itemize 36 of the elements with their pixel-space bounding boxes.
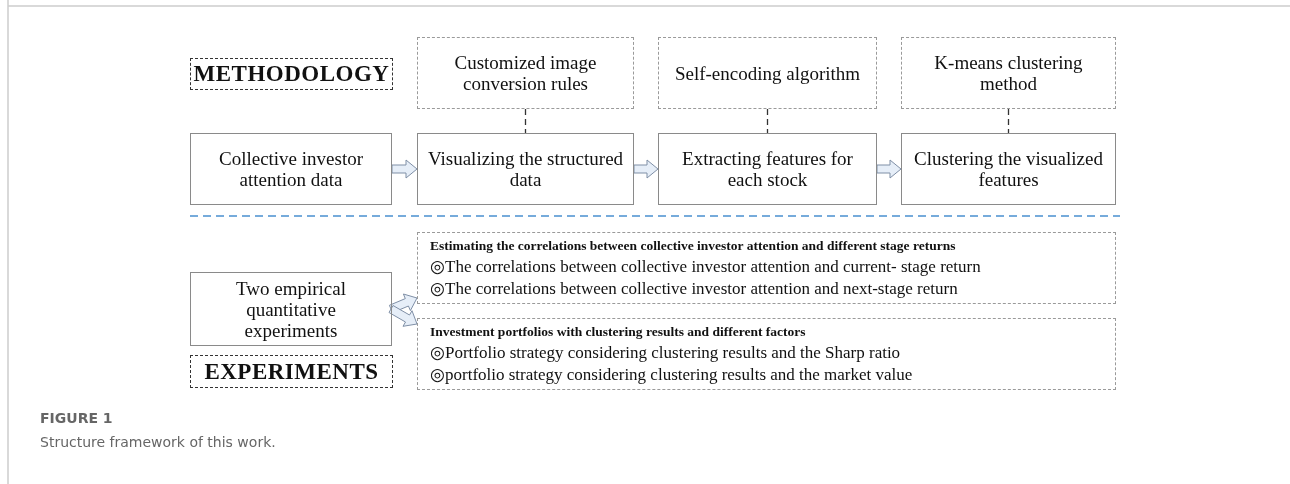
process-box [190,272,392,346]
node-label: Customized image conversion rules [453,52,598,94]
block-arrow [876,159,902,179]
node-label: Clustering the visualized features [913,148,1104,190]
connector-line [766,108,769,134]
result-box [417,318,1116,390]
process-box [417,133,634,205]
process-box [658,133,877,205]
node-label: K-means clustering method [933,52,1084,94]
connector-line [524,108,527,134]
node-label: Collective investor attention data [217,148,365,190]
figure-title: FIGURE 1 [40,410,113,426]
method-box [658,37,877,109]
block-arrow [391,159,418,179]
block-arrow [633,159,659,179]
block-arrow [388,305,418,327]
box-heading: Estimating the correlations between collective investor attention and different stage returns [430,237,956,255]
connector-line [1007,108,1010,134]
node-label: Visualizing the structured data [426,148,625,190]
node-label: Self-encoding algorithm [674,62,861,84]
box-heading: Investment portfolios with clustering results and different factors [430,323,806,341]
node-label: Two empirical quantitative experiments [235,277,347,341]
section-label: EXPERIMENTS [204,358,379,385]
bullet-text: ◎The correlations between collective investor attention and current- stage return [430,256,981,278]
bullet-text: ◎The correlations between collective investor attention and next-stage return [430,278,958,300]
process-box [901,133,1116,205]
section-tag [190,355,393,388]
section-label: METHODOLOGY [193,61,390,87]
result-box [417,232,1116,304]
node-label: Extracting features for each stock [681,148,854,190]
process-box [190,133,392,205]
figure-caption: Structure framework of this work. [40,434,276,450]
bullet-text: ◎portfolio strategy considering clustering results and the market value [430,364,913,386]
bullet-text: ◎Portfolio strategy considering clustering results and the Sharp ratio [430,342,901,364]
method-box [901,37,1116,109]
method-box [417,37,634,109]
